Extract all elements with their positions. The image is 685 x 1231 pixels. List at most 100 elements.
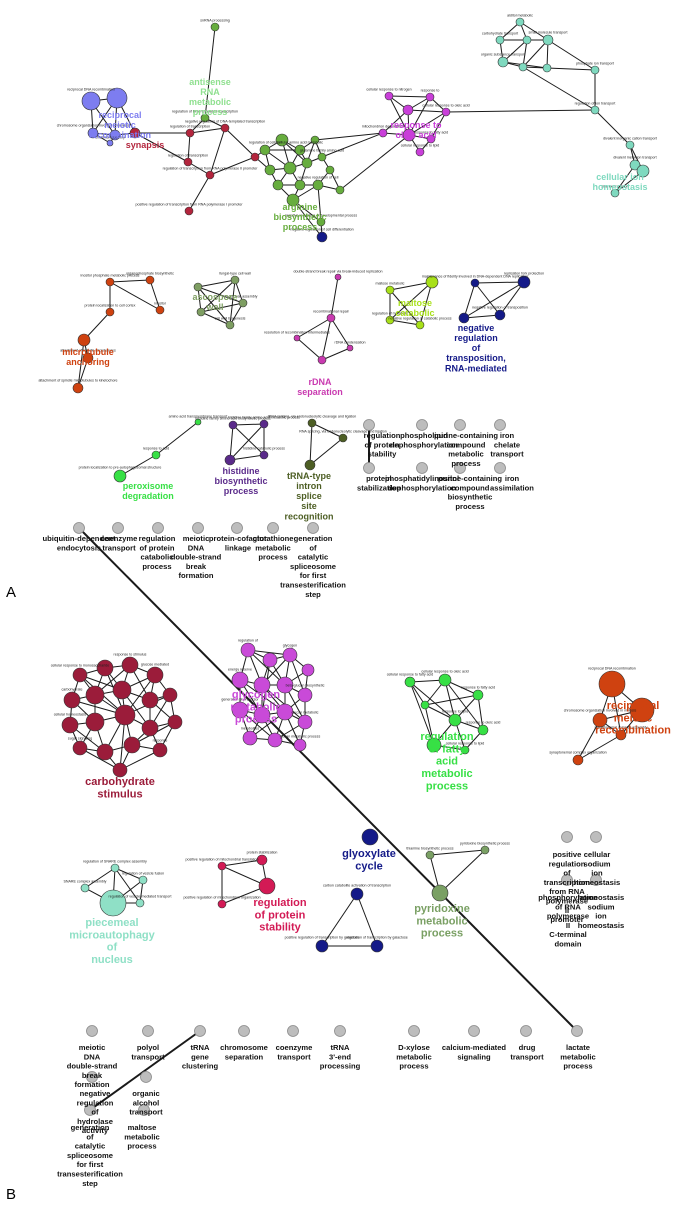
- node-label: regulation of ion transport: [575, 102, 616, 106]
- term-node: [316, 231, 328, 243]
- node-label: regulation of vesicle fusion: [122, 872, 164, 876]
- term-node: [326, 313, 336, 323]
- node-label: glutamine family amino acid: [300, 149, 344, 153]
- node-label: negative regulation of catabolic process: [388, 317, 451, 321]
- term-node: [448, 713, 462, 727]
- edge: [594, 109, 631, 146]
- term-node: [310, 135, 320, 145]
- edge: [296, 337, 323, 361]
- term-node: [162, 687, 178, 703]
- edge: [477, 694, 484, 731]
- term-node: [276, 676, 294, 694]
- edge: [474, 282, 501, 316]
- term-node: [441, 107, 451, 117]
- term-node: [275, 133, 289, 147]
- term-node: [141, 719, 159, 737]
- node-label: cellular response to monosaccharide: [51, 664, 110, 668]
- node-label: glucan metabolic process: [280, 735, 321, 739]
- node-label: carbohydrate transport: [482, 32, 518, 36]
- term-node: [194, 418, 202, 426]
- edge: [261, 684, 306, 723]
- node-label: attachment of spindle microtubules: [60, 349, 116, 353]
- edge: [429, 849, 486, 856]
- term-node: [307, 418, 317, 428]
- edge: [84, 867, 116, 889]
- term-node: [110, 863, 120, 873]
- edge: [321, 347, 351, 361]
- term-node: [63, 691, 81, 709]
- term-node: [72, 740, 88, 756]
- node-label: response to lipid: [442, 710, 468, 714]
- term-node: [293, 334, 301, 342]
- node-label: regulation of transcription: [170, 125, 210, 129]
- node-label: regulation of: [238, 639, 258, 643]
- node-label: positive regulation of mitochondrion org…: [183, 896, 260, 900]
- term-node: [425, 850, 435, 860]
- term-node: [592, 712, 608, 728]
- edge: [577, 734, 622, 761]
- term-node: [334, 1025, 346, 1037]
- node-label: response to fatty acid: [414, 131, 448, 135]
- term-node: [99, 889, 127, 917]
- term-node: [470, 278, 480, 288]
- edge: [430, 111, 447, 140]
- term-node: [145, 275, 155, 285]
- term-node: [629, 697, 655, 723]
- node-label: RNA splicing, via endonucleolytic cleava…: [299, 430, 387, 434]
- node-label: positive regulation of mitochondrial tra…: [186, 858, 259, 862]
- node-label: positive regulation of transcription by …: [285, 936, 360, 940]
- edge: [317, 184, 322, 223]
- term-node: [454, 419, 466, 431]
- node-label: response to stimulus: [114, 653, 147, 657]
- edge: [292, 199, 323, 238]
- edge: [229, 454, 265, 461]
- term-node: [293, 738, 307, 752]
- node-label: glucose mediated: [141, 663, 169, 667]
- edge: [187, 132, 191, 163]
- node-label: double-strand break repair via break-ind…: [294, 270, 383, 274]
- edge: [229, 424, 234, 461]
- node-label: resolution of recombination intermediate…: [264, 331, 330, 335]
- node-label: response to acid: [143, 447, 169, 451]
- term-node: [317, 152, 327, 162]
- edge: [389, 281, 433, 321]
- term-node: [210, 22, 220, 32]
- node-label: cellular response to lipid: [446, 742, 485, 746]
- term-node: [113, 469, 127, 483]
- term-node: [250, 152, 260, 162]
- term-node: [185, 128, 195, 138]
- edge: [77, 339, 85, 389]
- edge: [229, 423, 265, 461]
- node-label: protein localization to pre-autophagosom…: [79, 466, 162, 470]
- node-label: regulation of DNA-templated transcriptio…: [172, 110, 238, 114]
- term-node: [425, 275, 439, 289]
- node-label: carbon catabolite activation of transcri…: [323, 884, 391, 888]
- term-node: [384, 91, 394, 101]
- term-node: [301, 663, 315, 677]
- edge: [614, 164, 636, 194]
- node-label: histidine family amino acid biosynthetic…: [195, 417, 271, 421]
- node-label: cellular response to oleic acid: [421, 670, 468, 674]
- term-node: [264, 164, 276, 176]
- edge: [197, 286, 244, 304]
- node-label: amino acid transmembrane transport: [169, 415, 228, 419]
- term-node: [402, 128, 416, 142]
- term-node: [138, 1104, 150, 1116]
- edge: [546, 67, 596, 71]
- term-node: [129, 127, 141, 139]
- term-node: [426, 134, 436, 144]
- term-node: [416, 462, 428, 474]
- edge: [232, 424, 265, 456]
- term-node: [610, 188, 620, 198]
- edge: [330, 276, 339, 319]
